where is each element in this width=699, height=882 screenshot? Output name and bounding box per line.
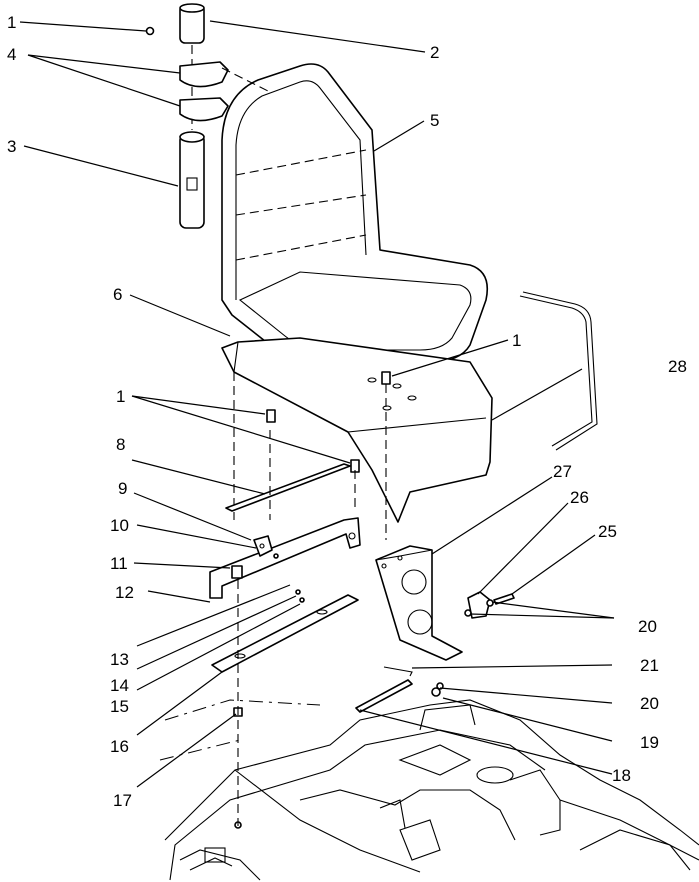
callout-8: 8 [116, 435, 125, 454]
seat-rod-28 [519, 291, 598, 451]
manual-tube [179, 3, 205, 229]
callout-10: 10 [110, 516, 129, 535]
callout-18: 18 [612, 766, 631, 785]
leader-lines [19, 20, 615, 788]
callout-27: 27 [553, 462, 572, 481]
callout-19: 19 [640, 733, 659, 752]
callout-6: 6 [113, 285, 122, 304]
callout-11: 11 [110, 554, 128, 573]
callout-15: 15 [110, 697, 129, 716]
chassis-frame [159, 699, 699, 881]
seat-bracket [209, 517, 361, 599]
callout-1-top: 1 [7, 13, 16, 32]
callout-16: 16 [110, 737, 129, 756]
callout-20-lower: 20 [640, 694, 659, 713]
callout-26: 26 [570, 488, 589, 507]
callout-9: 9 [118, 479, 127, 498]
callout-4: 4 [7, 45, 16, 64]
callout-21: 21 [640, 656, 659, 675]
seat [221, 63, 489, 363]
hardware [231, 371, 391, 829]
callout-17: 17 [113, 791, 132, 810]
callout-2: 2 [430, 43, 439, 62]
callout-14: 14 [110, 676, 129, 695]
slide-plate [211, 594, 359, 673]
callout-20-upper: 20 [638, 617, 657, 636]
seat-pan [221, 337, 493, 523]
callout-numbers: 1 2 4 5 3 6 1 28 1 8 27 9 26 10 25 11 12… [7, 13, 687, 810]
tube-clamps [145, 26, 271, 122]
callout-1-right: 1 [512, 331, 521, 350]
callout-3: 3 [7, 137, 16, 156]
callout-13: 13 [110, 650, 129, 669]
latch [464, 591, 515, 619]
callout-25: 25 [598, 522, 617, 541]
callout-28: 28 [668, 357, 687, 376]
pin-and-clip [355, 666, 444, 713]
callout-1-left: 1 [116, 387, 125, 406]
callout-12: 12 [115, 583, 134, 602]
plate-8 [225, 463, 351, 512]
callout-5: 5 [430, 111, 439, 130]
latch-bracket [375, 545, 463, 661]
